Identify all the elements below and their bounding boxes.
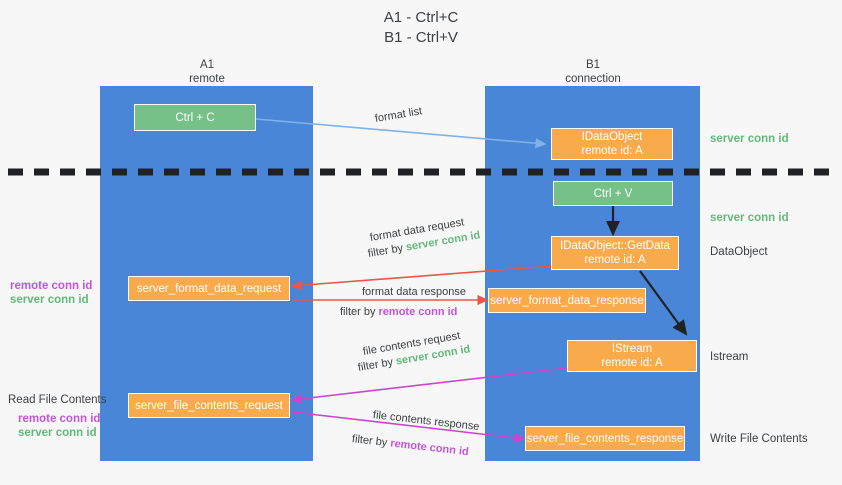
node-istream[interactable]: IStream remote id: A bbox=[567, 340, 697, 372]
caption-format-data-response: format data response bbox=[362, 286, 466, 298]
label-data-object: DataObject bbox=[710, 246, 768, 258]
label-istream: Istream bbox=[710, 351, 749, 363]
arrow-format-data-request bbox=[290, 265, 553, 291]
node-server-format-data-request-label: server_format_data_request bbox=[136, 282, 282, 295]
node-server-file-contents-response-label: server_file_contents_response bbox=[526, 432, 684, 445]
filter-by-text: filter by bbox=[351, 433, 388, 449]
node-server-format-data-response-label: server_format_data_response bbox=[490, 294, 644, 307]
column-b1-sub: connection bbox=[565, 73, 621, 85]
label-read-file-contents: Read File Contents bbox=[8, 394, 107, 406]
node-idataobject-remote-id: remote id: A bbox=[581, 145, 643, 157]
column-b1-name: B1 bbox=[585, 59, 601, 71]
column-a1-name: A1 bbox=[199, 59, 215, 71]
node-server-format-data-response[interactable]: server_format_data_response bbox=[488, 288, 646, 313]
column-a1-sub: remote bbox=[189, 73, 225, 85]
node-server-format-data-request[interactable]: server_format_data_request bbox=[128, 276, 290, 301]
filter-by-text: filter by bbox=[340, 306, 376, 318]
node-ctrl-c[interactable]: Ctrl + C bbox=[134, 104, 256, 131]
arrow-file-contents-response bbox=[291, 411, 526, 443]
column-header-a1: A1 remote bbox=[140, 58, 274, 86]
node-ctrl-c-label: Ctrl + C bbox=[175, 111, 215, 124]
label-server-conn-id-top: server conn id bbox=[710, 133, 789, 145]
label-write-file-contents: Write File Contents bbox=[710, 433, 808, 445]
title-line-2: B1 - Ctrl+V bbox=[384, 29, 458, 46]
node-idataobject[interactable]: IDataObject remote id: A bbox=[551, 128, 673, 160]
node-getdata-title: IDataObject::GetData bbox=[560, 240, 670, 252]
node-idataobject-getdata[interactable]: IDataObject::GetData remote id: A bbox=[551, 236, 679, 270]
label-left-remote-conn-id-top: remote conn id bbox=[10, 280, 93, 292]
caption-format-data-response-filter: filter by remote conn id bbox=[340, 305, 457, 319]
node-ctrl-v-label: Ctrl + V bbox=[593, 187, 633, 200]
node-server-file-contents-request-label: server_file_contents_request bbox=[135, 399, 283, 412]
arrow-getdata-to-istream bbox=[639, 270, 688, 336]
title-line-1: A1 - Ctrl+C bbox=[383, 9, 459, 26]
label-left-server-conn-id-top: server conn id bbox=[10, 294, 89, 306]
node-getdata-remote-id: remote id: A bbox=[584, 254, 646, 266]
node-idataobject-title: IDataObject bbox=[581, 131, 643, 143]
node-ctrl-v[interactable]: Ctrl + V bbox=[553, 181, 673, 206]
arrow-file-contents-request bbox=[290, 367, 567, 404]
column-header-b1: B1 connection bbox=[526, 58, 660, 86]
label-server-conn-id-mid: server conn id bbox=[710, 212, 789, 224]
filter-remote-conn-id: remote conn id bbox=[378, 306, 458, 318]
node-server-file-contents-request[interactable]: server_file_contents_request bbox=[128, 393, 290, 418]
arrow-format-list bbox=[255, 118, 547, 149]
node-istream-remote-id: remote id: A bbox=[601, 357, 663, 369]
node-server-file-contents-response[interactable]: server_file_contents_response bbox=[525, 426, 685, 451]
label-left-remote-conn-id-bottom: remote conn id bbox=[18, 413, 101, 425]
page-title: A1 - Ctrl+C B1 - Ctrl+V bbox=[0, 8, 842, 48]
node-istream-title: IStream bbox=[611, 343, 653, 355]
label-left-server-conn-id-bottom: server conn id bbox=[18, 427, 97, 439]
